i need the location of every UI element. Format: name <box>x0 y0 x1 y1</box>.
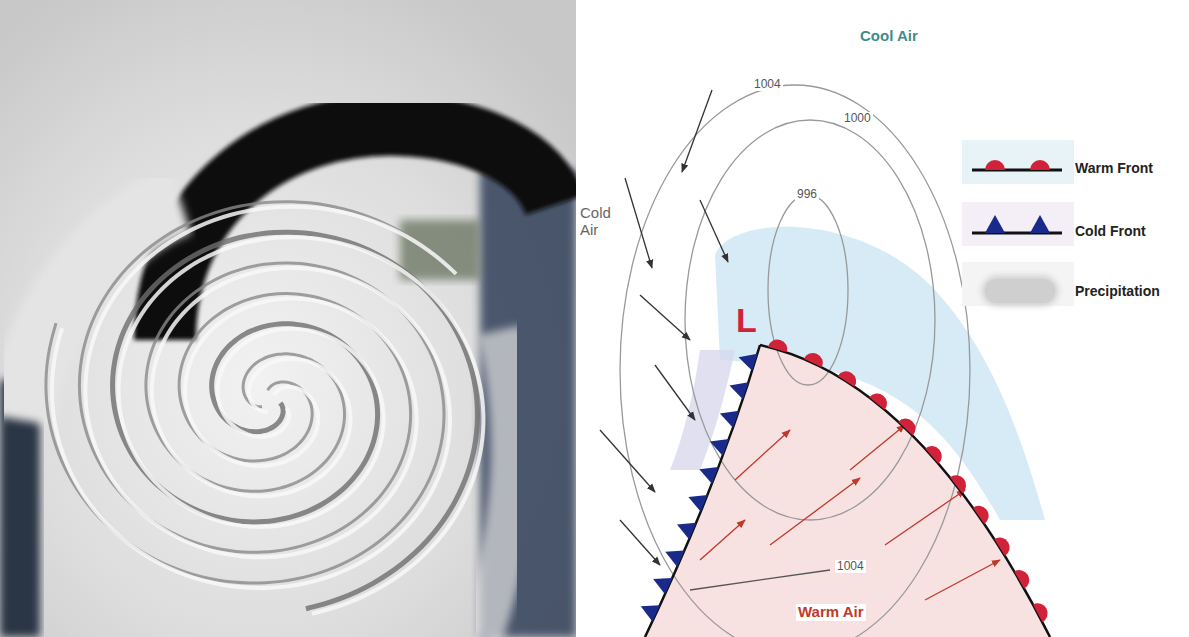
isobar-value: 996 <box>795 188 819 201</box>
cold-front-sample <box>972 215 1062 233</box>
isobar-value: 1004 <box>752 78 783 91</box>
air-mass-label: Warm Air <box>796 604 866 621</box>
legend-item: Cold Front <box>975 217 1185 247</box>
warm-front-sample <box>972 160 1062 170</box>
air-mass-label: Cold Air <box>580 205 620 238</box>
legend-label: Warm Front <box>1075 160 1153 176</box>
isobar-value: 1000 <box>842 112 873 125</box>
legend-item: Warm Front <box>975 154 1185 184</box>
isobar-value: 1004 <box>835 560 866 573</box>
satellite-image <box>0 0 576 637</box>
legend-label: Cold Front <box>1075 223 1146 239</box>
low-pressure-mark: L <box>736 302 757 339</box>
legend-label: Precipitation <box>1075 283 1160 299</box>
air-mass-label: Cool Air <box>860 28 918 45</box>
legend-swatch <box>985 279 1055 303</box>
cyclone-diagram <box>576 0 1189 637</box>
legend-item: Precipitation <box>975 277 1185 307</box>
